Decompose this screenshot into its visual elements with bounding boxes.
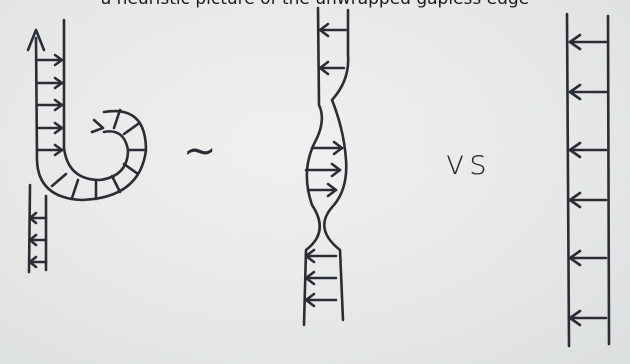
wavy-strip-arrows (304, 22, 348, 308)
caption-text: a heuristic picture of the unwrapped gap… (0, 0, 630, 9)
wavy-strip-figure (302, 6, 350, 327)
straight-ladder-right-line (606, 14, 611, 346)
small-ladder (27, 183, 48, 274)
wavy-strip-right-line (323, 8, 350, 322)
versus-label: vs (445, 143, 491, 183)
approx-symbol: ~ (183, 128, 221, 174)
straight-ladder-left-line (565, 12, 571, 348)
straight-ladder-figure (565, 12, 611, 348)
rolled-edge-outer-line (34, 36, 148, 202)
rolled-edge-figure (26, 18, 148, 274)
up-arrowhead-icon (26, 28, 46, 52)
rolled-edge-inner-line (62, 18, 130, 182)
straight-ladder-arrows (568, 33, 608, 327)
rolled-edge-arrows (36, 53, 147, 201)
